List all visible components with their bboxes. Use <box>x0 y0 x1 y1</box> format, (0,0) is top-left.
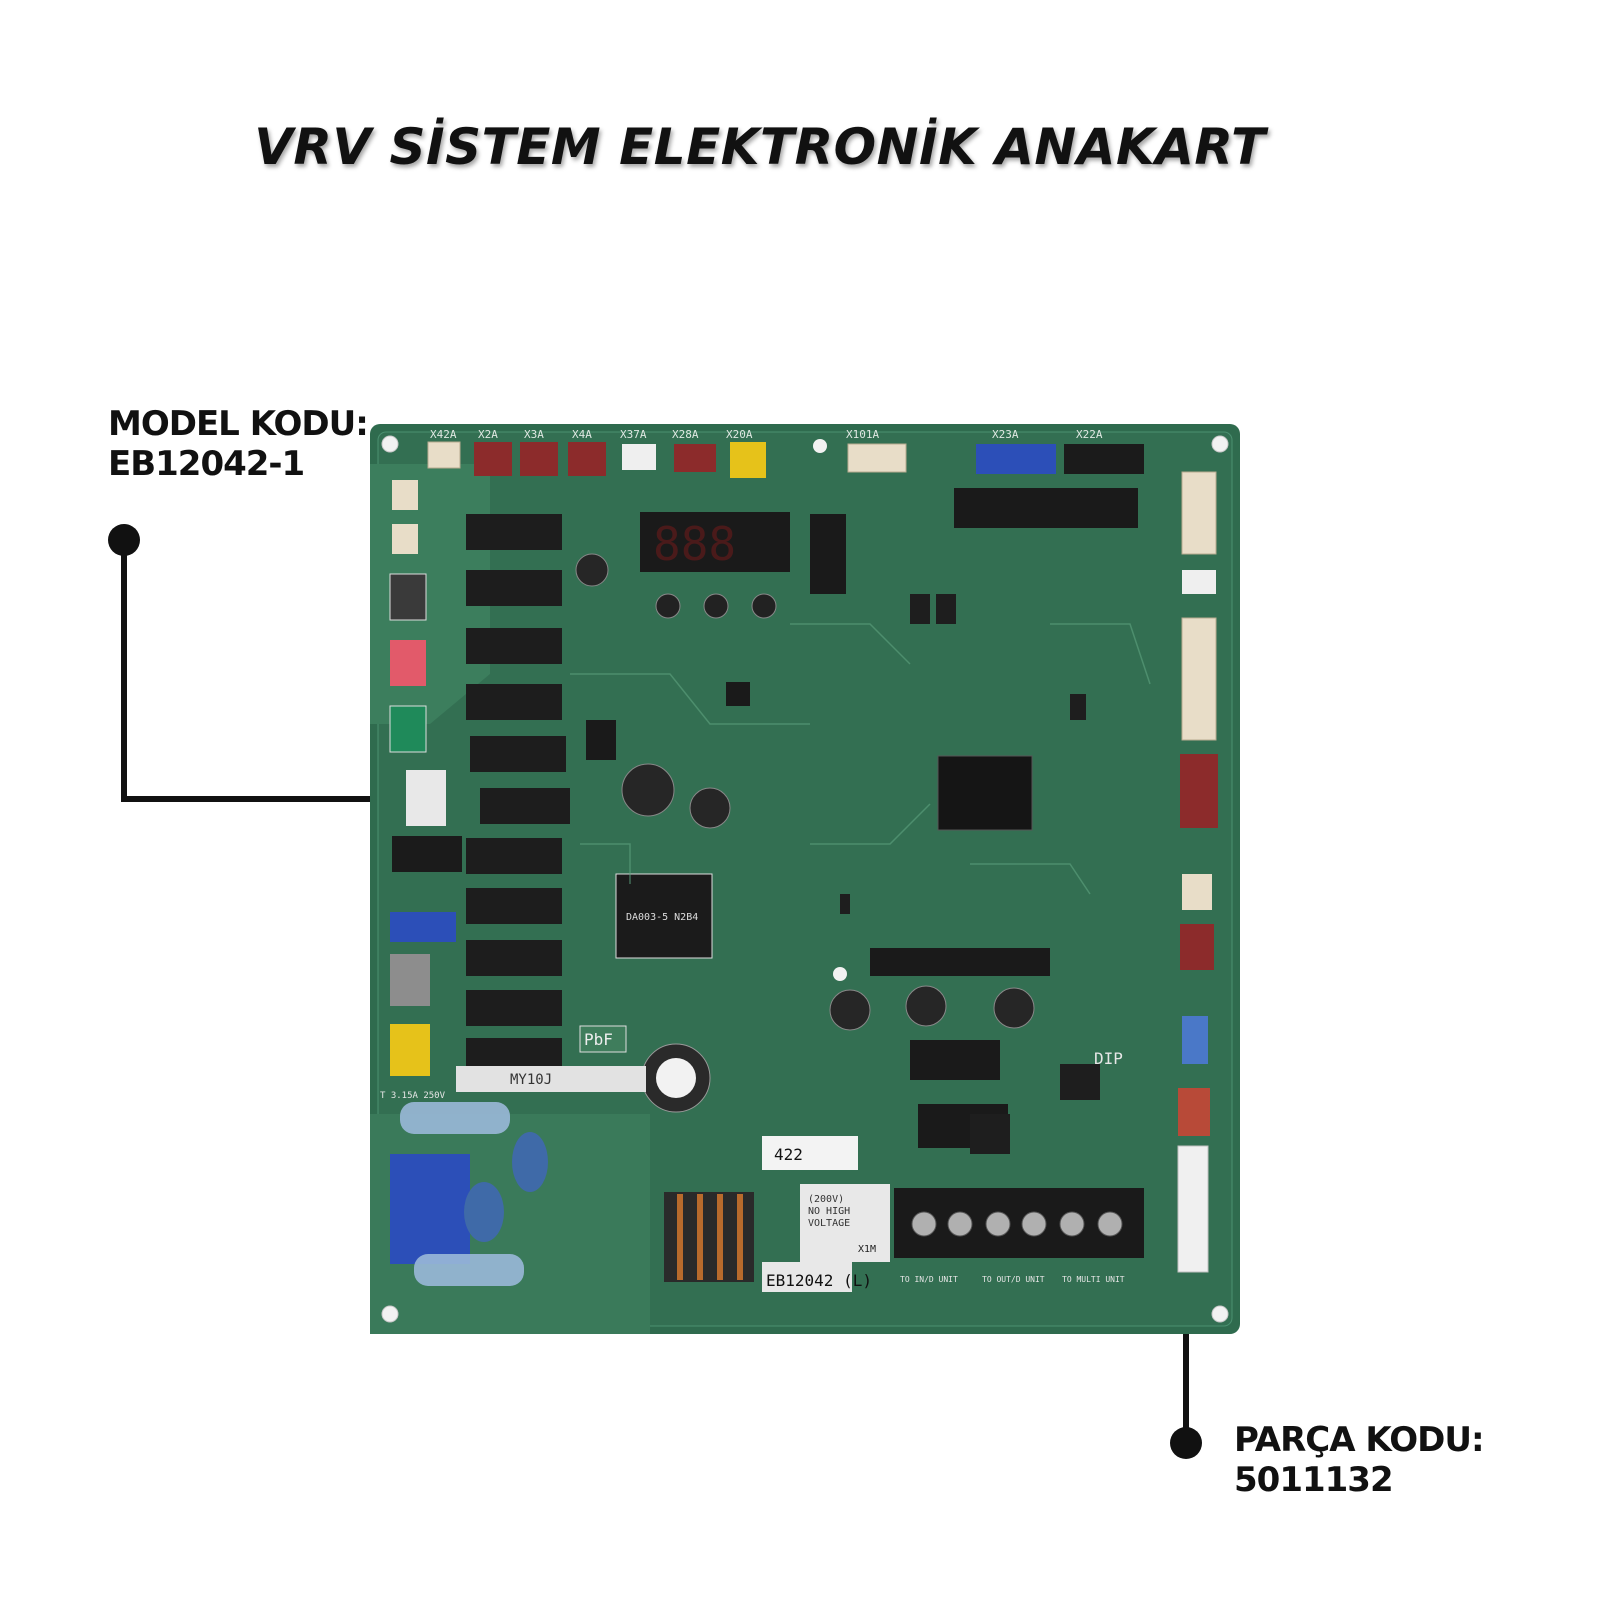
svg-text:PbF: PbF <box>584 1030 613 1049</box>
model-pointer-line-horizontal <box>121 796 372 802</box>
svg-text:X101A: X101A <box>846 428 879 441</box>
svg-text:EB12042 (L): EB12042 (L) <box>766 1271 872 1290</box>
svg-text:TO IN/D UNIT: TO IN/D UNIT <box>900 1275 958 1284</box>
svg-text:X22A: X22A <box>1076 428 1103 441</box>
svg-text:T 3.15A 250V: T 3.15A 250V <box>380 1091 446 1101</box>
part-code-caption: PARÇA KODU: <box>1234 1420 1485 1460</box>
svg-text:NO HIGH: NO HIGH <box>808 1206 850 1217</box>
model-code-value: EB12042-1 <box>108 444 305 484</box>
part-code-label: PARÇA KODU: 5011132 <box>1234 1420 1485 1500</box>
svg-text:DA003-5 N2B4: DA003-5 N2B4 <box>626 912 698 923</box>
svg-text:X1M: X1M <box>858 1244 876 1255</box>
svg-text:VOLTAGE: VOLTAGE <box>808 1218 850 1229</box>
svg-text:MY10J: MY10J <box>510 1072 552 1088</box>
svg-text:X37A: X37A <box>620 428 647 441</box>
svg-text:TO MULTI UNIT: TO MULTI UNIT <box>1062 1275 1125 1284</box>
page-title: VRV SİSTEM ELEKTRONİK ANAKART <box>254 118 1266 176</box>
model-code-label: MODEL KODU: EB12042-1 <box>108 404 369 484</box>
svg-text:(200V): (200V) <box>808 1194 844 1205</box>
svg-text:X2A: X2A <box>478 428 498 441</box>
pcb-board-image: 888 DA003-5 N2B4 (200V) NO HI <box>370 424 1240 1338</box>
svg-text:DIP: DIP <box>1094 1049 1123 1068</box>
part-code-value: 5011132 <box>1234 1460 1394 1500</box>
svg-text:X4A: X4A <box>572 428 592 441</box>
svg-text:X28A: X28A <box>672 428 699 441</box>
part-pointer-line <box>1183 1316 1189 1442</box>
svg-text:X20A: X20A <box>726 428 753 441</box>
svg-text:TO OUT/D UNIT: TO OUT/D UNIT <box>982 1275 1045 1284</box>
svg-text:888: 888 <box>653 517 736 571</box>
svg-text:422: 422 <box>774 1145 803 1164</box>
model-pointer-line-vertical <box>121 540 127 802</box>
model-code-caption: MODEL KODU: <box>108 404 369 444</box>
svg-text:X3A: X3A <box>524 428 544 441</box>
svg-text:X23A: X23A <box>992 428 1019 441</box>
svg-text:X42A: X42A <box>430 428 457 441</box>
